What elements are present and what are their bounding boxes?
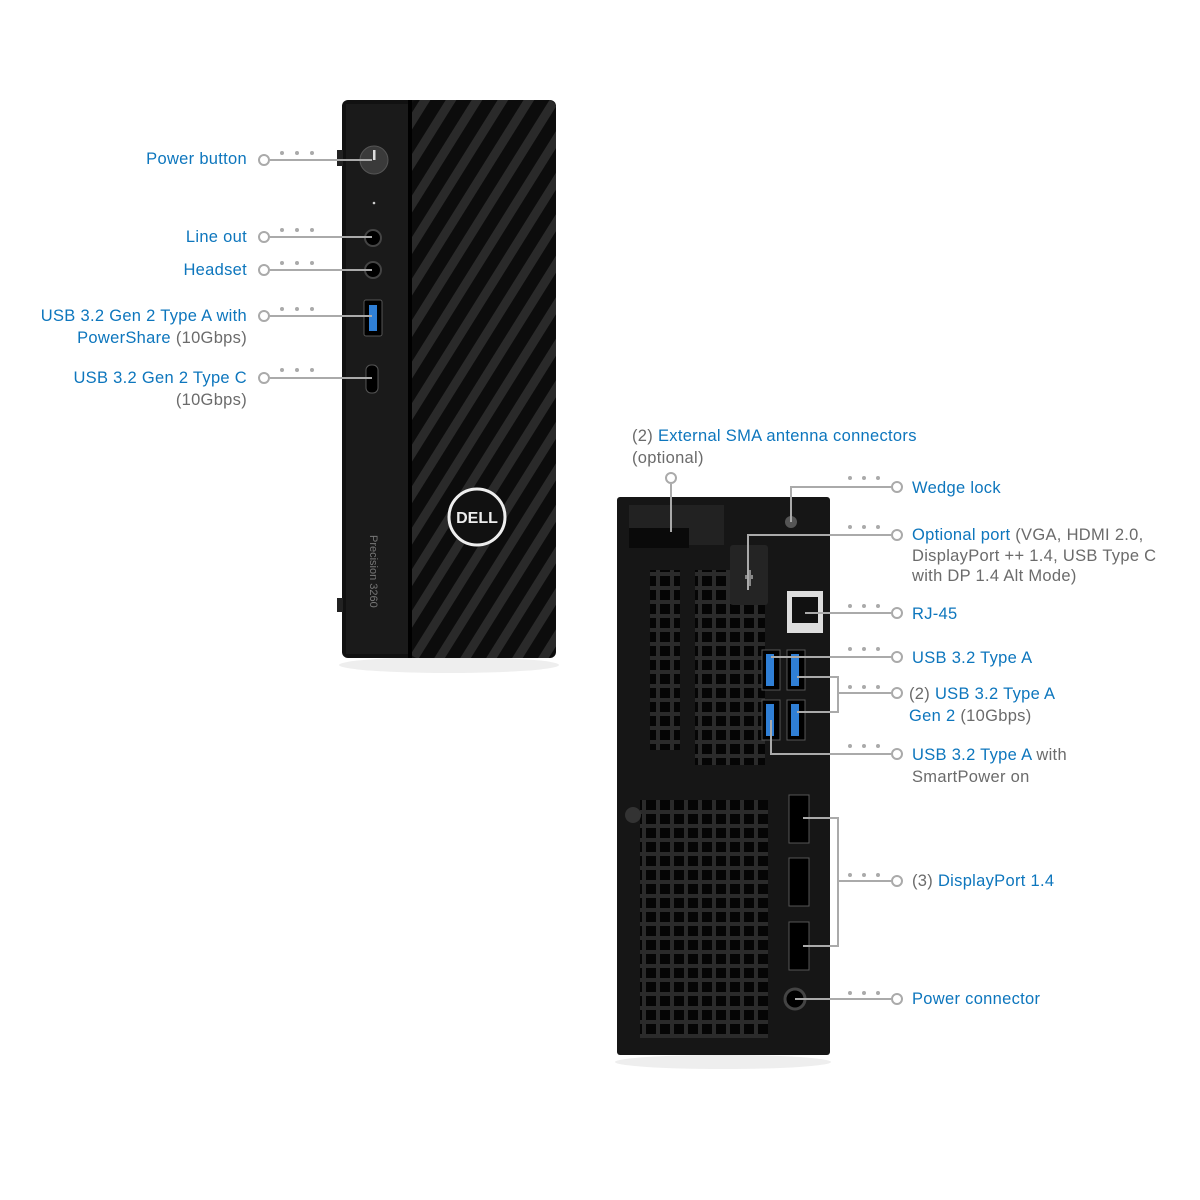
label-front-usb-c-name: USB 3.2 Gen 2 Type C [73, 369, 247, 387]
label-usb-smartpower: USB 3.2 Type A with SmartPower on [912, 744, 1067, 788]
label-antenna-name: External SMA antenna connectors [657, 427, 917, 445]
label-optional-port-note2: DisplayPort ++ 1.4, USB Type C [912, 546, 1157, 565]
label-usb-smartpower-name: USB 3.2 Type A [912, 746, 1032, 764]
leader-lines [258, 154, 903, 1005]
label-front-usb-a-line1: USB 3.2 Gen 2 Type A with [40, 307, 247, 325]
label-line-out: Line out [185, 228, 247, 246]
displayport-ports-icon [788, 794, 810, 971]
label-front-usb-c: USB 3.2 Gen 2 Type C (10Gbps) [73, 367, 247, 411]
label-displayport: (3) DisplayPort 1.4 [912, 870, 1054, 892]
dell-logo: DELL [447, 487, 507, 547]
label-displayport-name: DisplayPort 1.4 [937, 872, 1055, 890]
label-power-connector: Power connector [912, 990, 1041, 1008]
label-antenna: (2) External SMA antenna connectors (opt… [632, 425, 917, 469]
label-wedge-lock: Wedge lock [912, 479, 1001, 497]
label-power-button: Power button [146, 150, 247, 168]
label-antenna-note: (optional) [632, 449, 704, 467]
label-front-usb-c-note: (10Gbps) [175, 391, 247, 409]
label-usb-a-gen2-prefix: (2) [909, 685, 931, 703]
label-antenna-prefix: (2) [632, 427, 654, 445]
front-view-computer: DELL Precision 3260 [337, 100, 559, 673]
label-optional-port-name: Optional port [912, 526, 1011, 544]
label-front-usb-a-note: (10Gbps) [175, 329, 247, 347]
label-usb-a: USB 3.2 Type A [912, 649, 1033, 667]
label-front-usb-a-line2: PowerShare [77, 329, 171, 347]
label-usb-a-gen2: (2) USB 3.2 Type A Gen 2 (10Gbps) [909, 683, 1055, 727]
label-usb-a-gen2-note: (10Gbps) [960, 707, 1032, 725]
label-optional-port-note3: with DP 1.4 Alt Mode) [912, 567, 1077, 585]
label-optional-port: Optional port (VGA, HDMI 2.0, DisplayPor… [912, 525, 1156, 587]
label-usb-smartpower-note2: SmartPower on [912, 768, 1030, 786]
svg-text:DELL: DELL [456, 510, 498, 527]
label-front-usb-a: USB 3.2 Gen 2 Type A with PowerShare (10… [41, 305, 247, 349]
label-optional-port-note1: (VGA, HDMI 2.0, [1015, 526, 1144, 544]
label-rj45: RJ-45 [912, 605, 958, 623]
label-usb-a-gen2-name1: USB 3.2 Type A [934, 685, 1056, 703]
back-view-computer [615, 497, 831, 1069]
label-headset: Headset [183, 261, 247, 279]
label-displayport-prefix: (3) [912, 872, 934, 890]
label-usb-smartpower-note1: with [1036, 746, 1067, 764]
label-usb-a-gen2-name2: Gen 2 [909, 707, 956, 725]
model-label: Precision 3260 [367, 535, 379, 608]
decorative-dots [280, 151, 880, 995]
